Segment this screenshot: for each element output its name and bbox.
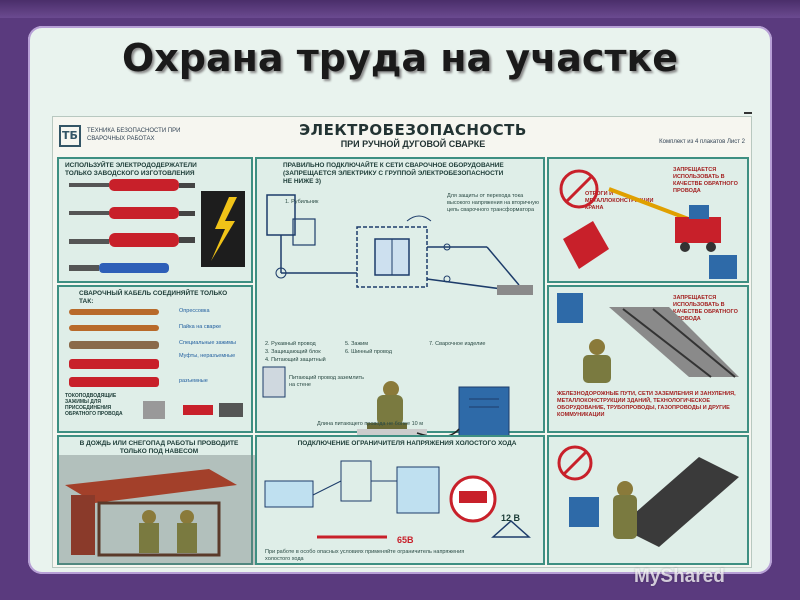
panel-limiter-caption: ПОДКЛЮЧЕНИЕ ОГРАНИЧИТЕЛЯ НАПРЯЖЕНИЯ ХОЛО…: [297, 440, 517, 447]
poster-series-label: ТЕХНИКА БЕЗОПАСНОСТИ ПРИ СВАРОЧНЫХ РАБОТ…: [87, 128, 181, 142]
holder-1: [69, 179, 195, 191]
slide-title: Охрана труда на участке: [121, 36, 679, 80]
limiter-voltage-low: 12 В: [501, 513, 521, 523]
poster-sheet-label: Комплект из 4 плакатов Лист 2: [659, 139, 745, 145]
lightning-warning-icon: [201, 191, 245, 267]
panel-pipe: [547, 435, 749, 565]
connection-legend-7: 7. Сварочное изделие: [429, 341, 486, 347]
poster-title: ЭЛЕКТРОБЕЗОПАСНОСТЬ: [299, 121, 527, 139]
panel-holders-caption: ИСПОЛЬЗУЙТЕ ЭЛЕКТРОДОДЕРЖАТЕЛИ ТОЛЬКО ЗА…: [65, 162, 197, 177]
connection-note-right: Для защиты от перехода тока высокого нап…: [447, 193, 539, 213]
poster-logo: ТБ: [59, 125, 81, 147]
connection-legend-3: 3. Защищающий блок: [265, 349, 321, 355]
panel-connection-caption: ПРАВИЛЬНО ПОДКЛЮЧАЙТЕ К СЕТИ СВАРОЧНОЕ О…: [283, 162, 504, 185]
panel-limiter: ПОДКЛЮЧЕНИЕ ОГРАНИЧИТЕЛЯ НАПРЯЖЕНИЯ ХОЛО…: [255, 435, 545, 565]
connection-legend-4: 4. Питающий защитный: [265, 357, 326, 363]
connection-note-mid: Питающий провод заземлить на стене: [289, 375, 364, 388]
panel-rain: В ДОЖДЬ ИЛИ СНЕГОПАД РАБОТЫ ПРОВОДИТЕ ТО…: [57, 435, 255, 565]
holder-3: [69, 233, 195, 247]
divider: [744, 112, 752, 114]
limiter-note: При работе в особо опасных условиях прим…: [265, 549, 465, 562]
limiter-diagram: [264, 460, 531, 539]
crane-illustration: [559, 169, 737, 279]
panel-holders: ИСПОЛЬЗУЙТЕ ЭЛЕКТРОДОДЕРЖАТЕЛИ ТОЛЬКО ЗА…: [57, 157, 253, 283]
ground-clamp-illustration: [143, 401, 243, 419]
cable-item-4: Муфты, неразъемные: [179, 353, 236, 359]
cable-length-note: Длина питающего провода не более 10 м: [317, 421, 424, 427]
connection-legend-1: 1. Рубильник: [285, 199, 319, 205]
panel-crane: ЗАПРЕЩАЕТСЯ ИСПОЛЬЗОВАТЬ В КАЧЕСТВЕ ОБРА…: [547, 157, 749, 283]
cable-item-5: разъемные: [179, 378, 208, 384]
railway-illustration: [557, 293, 739, 383]
panel-crane-caption: ЗАПРЕЩАЕТСЯ ИСПОЛЬЗОВАТЬ В КАЧЕСТВЕ ОБРА…: [673, 167, 738, 194]
connection-legend-6: 6. Шинный провод: [345, 349, 392, 355]
wiring-diagram: [266, 194, 533, 295]
panel-connection: ПРАВИЛЬНО ПОДКЛЮЧАЙТЕ К СЕТИ СВАРОЧНОЕ О…: [255, 157, 545, 452]
connection-legend-5: 5. Зажим: [345, 341, 369, 347]
electrode-holders-illustration: [69, 179, 245, 273]
window-top-strip: [0, 0, 800, 18]
panel-cable: СВАРОЧНЫЙ КАБЕЛЬ СОЕДИНЯЙТЕ ТОЛЬКО ТАК: …: [57, 285, 253, 433]
watermark: MyShared: [634, 566, 725, 587]
panel-cable-caption: СВАРОЧНЫЙ КАБЕЛЬ СОЕДИНЯЙТЕ ТОЛЬКО ТАК:: [79, 290, 228, 305]
panel-rails-tag: ЖЕЛЕЗНОДОРОЖНЫЕ ПУТИ, СЕТИ ЗАЗЕМЛЕНИЯ И …: [557, 391, 736, 418]
cable-item-3: Специальные зажимы: [179, 340, 237, 346]
holder-2: [69, 207, 195, 219]
holder-4: [69, 263, 169, 273]
panel-rails-caption: ЗАПРЕЩАЕТСЯ ИСПОЛЬЗОВАТЬ В КАЧЕСТВЕ ОБРА…: [673, 295, 738, 322]
panel-crane-tag: ОТРОГИ И МЕТАЛЛОКОНСТРУКЦИИ КРАНА: [585, 191, 654, 211]
poster-subtitle: ПРИ РУЧНОЙ ДУГОВОЙ СВАРКЕ: [340, 139, 486, 149]
panel-rain-caption: В ДОЖДЬ ИЛИ СНЕГОПАД РАБОТЫ ПРОВОДИТЕ ТО…: [79, 440, 239, 455]
pipe-welding-illustration: [557, 445, 739, 547]
safety-poster: ТБ ТЕХНИКА БЕЗОПАСНОСТИ ПРИ СВАРОЧНЫХ РА…: [52, 116, 752, 568]
limiter-voltage-high: 65В: [397, 535, 414, 545]
cable-clamps-caption: ТОКОПОДВОДЯЩИЕ ЗАЖИМЫ ДЛЯ ПРИСОЕДИНЕНИЯ …: [65, 393, 123, 417]
cable-item-2: Пайка на сварке: [179, 324, 222, 330]
cable-joints-illustration: [69, 309, 159, 387]
connection-legend-2: 2. Рукавный провод: [265, 341, 316, 347]
shelter-illustration: [59, 455, 255, 565]
slide: Охрана труда на участке ТБ ТЕХНИКА БЕЗОП…: [28, 26, 772, 587]
poster-header: ТБ ТЕХНИКА БЕЗОПАСНОСТИ ПРИ СВАРОЧНЫХ РА…: [53, 117, 753, 157]
cable-item-1: Опрессовка: [179, 308, 210, 314]
panel-rails: ЗАПРЕЩАЕТСЯ ИСПОЛЬЗОВАТЬ В КАЧЕСТВЕ ОБРА…: [547, 285, 749, 433]
